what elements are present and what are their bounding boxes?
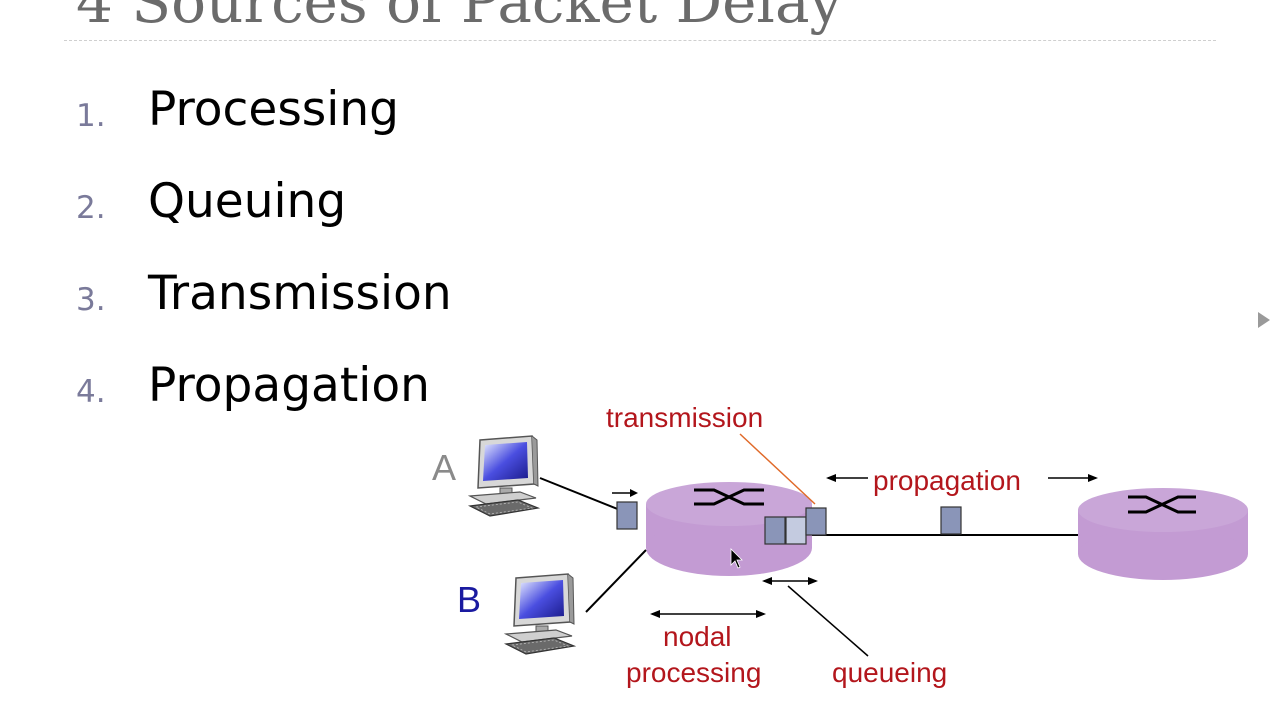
- list-number: 4.: [76, 374, 106, 410]
- list-number: 3.: [76, 282, 106, 318]
- list-label: Propagation: [148, 358, 430, 413]
- link-a: [539, 477, 621, 511]
- title-divider: [64, 40, 1216, 41]
- nodal-label-line1: nodal: [663, 621, 732, 652]
- transmission-pointer: [739, 433, 816, 505]
- list-item: 1. Processing: [0, 82, 600, 142]
- host-b-label: B: [457, 579, 481, 620]
- packet-propagating: [940, 506, 962, 535]
- desktop-computer-icon: [469, 435, 539, 517]
- list-item: 2. Queuing: [0, 174, 600, 234]
- desktop-computer-icon: [505, 573, 575, 655]
- next-slide-arrow-icon[interactable]: [1258, 312, 1270, 328]
- packet-queued: [764, 516, 786, 545]
- list-number: 2.: [76, 190, 106, 226]
- packet-transmitting: [805, 507, 827, 536]
- list-label: Transmission: [148, 266, 452, 321]
- link-b: [585, 549, 647, 613]
- queueing-label: queueing: [832, 657, 947, 688]
- list-item: 4. Propagation: [0, 358, 600, 418]
- transmission-label: transmission: [606, 402, 763, 433]
- list-item: 3. Transmission: [0, 266, 600, 326]
- slide-title: 4 Sources of Packet Delay: [76, 0, 843, 36]
- list-label: Queuing: [148, 174, 347, 229]
- cursor-icon: [730, 548, 743, 569]
- list-label: Processing: [148, 82, 399, 137]
- host-a-label: A: [432, 447, 456, 488]
- router-icon: [1078, 488, 1248, 580]
- queueing-pointer: [787, 585, 869, 657]
- packet-queued: [785, 516, 807, 545]
- packet-arriving: [616, 501, 638, 530]
- propagation-label: propagation: [873, 465, 1021, 496]
- list-number: 1.: [76, 98, 106, 134]
- nodal-label-line2: processing: [626, 657, 761, 688]
